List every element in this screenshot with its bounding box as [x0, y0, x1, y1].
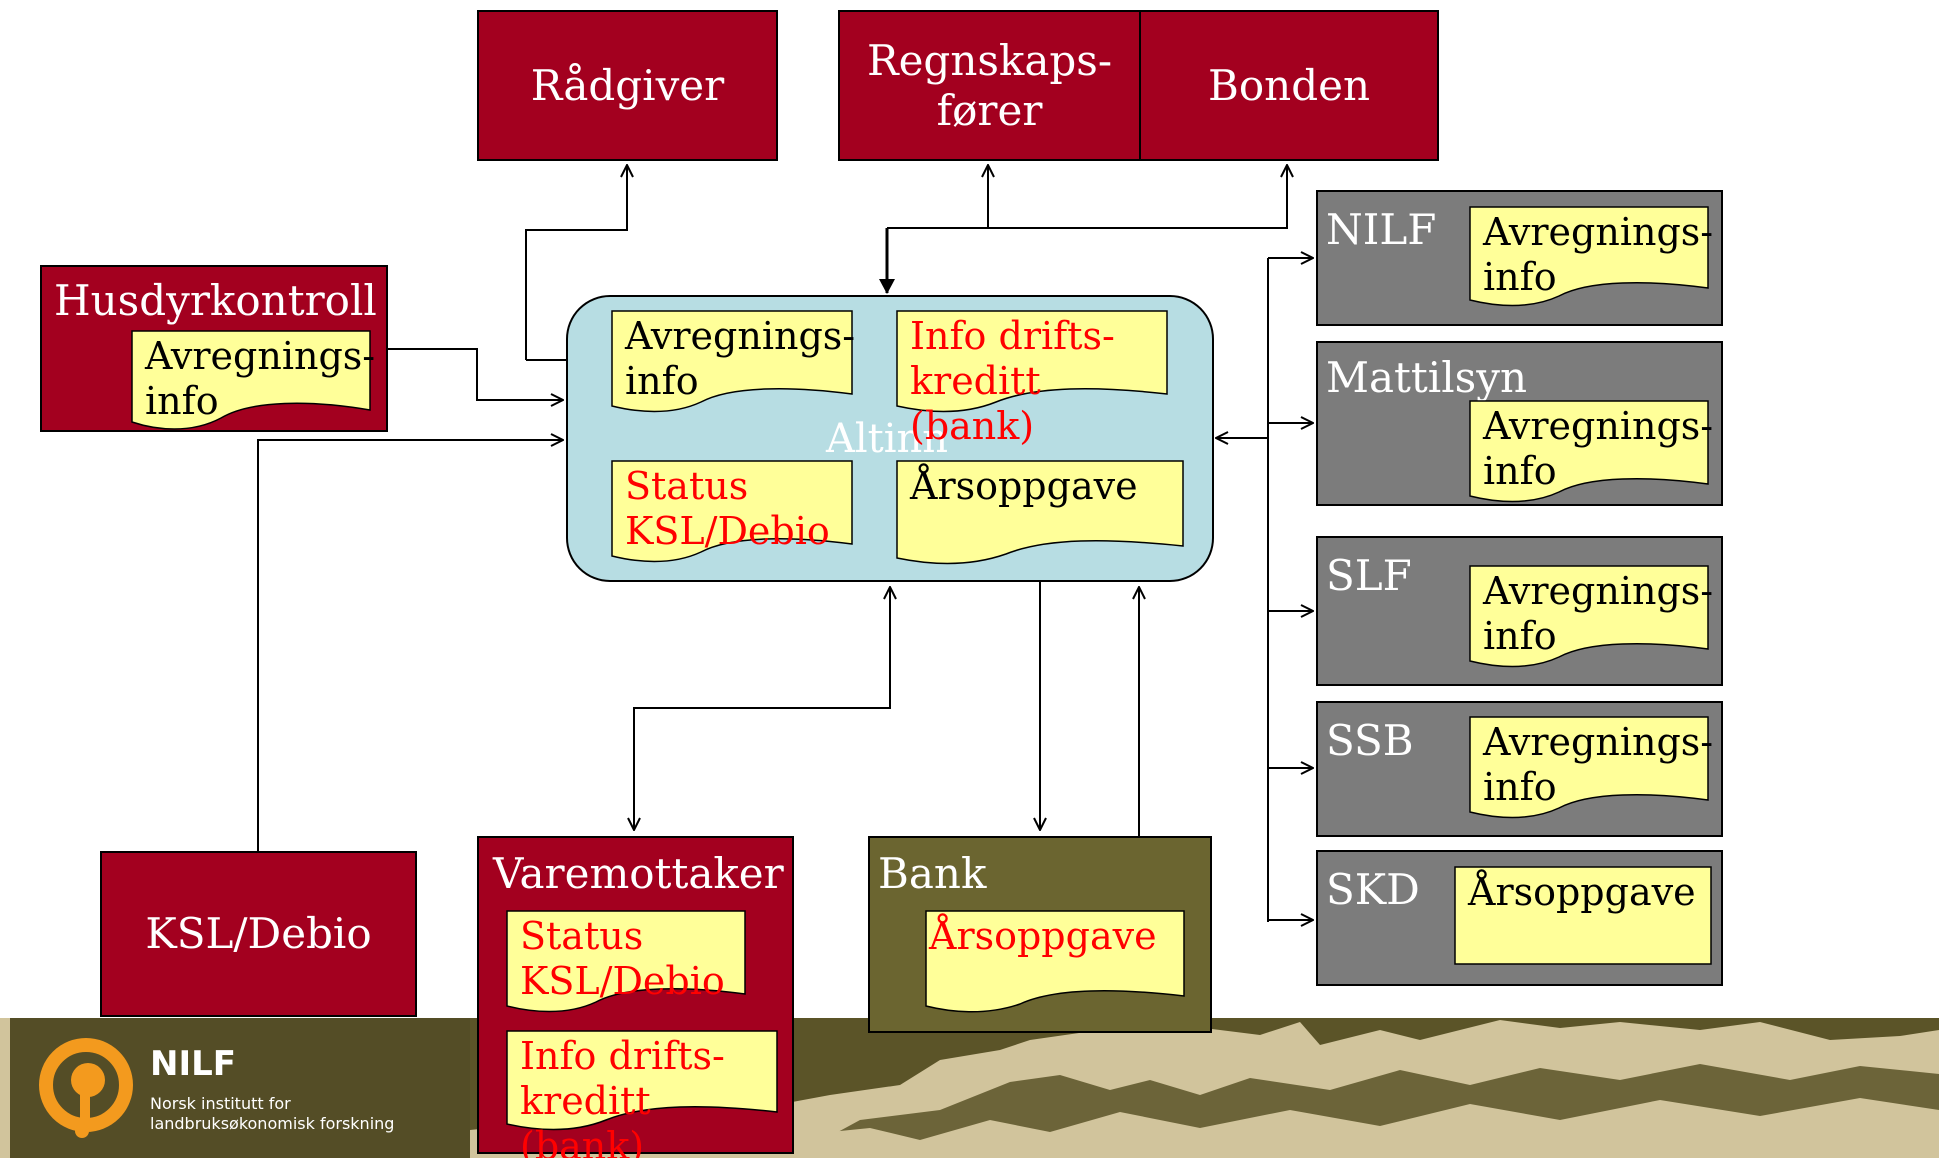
agency-skd-doc-text: Årsoppgave	[1468, 870, 1696, 914]
altinn-doc-arsoppgave: Årsoppgave	[896, 460, 1184, 568]
logo-name: NILF	[150, 1044, 236, 1084]
actor-ksl-debio-label: KSL/Debio	[145, 909, 372, 958]
agency-ssb-doc-text: Avregnings- info	[1483, 720, 1714, 809]
bank-doc-arsoppgave-text: Årsoppgave	[929, 914, 1157, 958]
nilf-logo-icon	[39, 1038, 133, 1138]
varemottaker-doc-status: Status KSL/Debio	[506, 910, 746, 1018]
agency-ssb-doc: Avregnings- info	[1469, 716, 1714, 822]
husdyrkontroll-doc-note: Avregnings- info	[131, 330, 376, 434]
varemottaker-doc-status-text: Status KSL/Debio	[520, 914, 725, 1003]
actor-bank-label: Bank	[878, 849, 987, 898]
altinn-doc-avregningsinfo: Avregnings- info	[611, 310, 856, 414]
actor-bonden: Bonden	[1139, 10, 1439, 161]
agency-skd-label: SKD	[1326, 865, 1420, 914]
actor-varemottaker-label: Varemottaker	[493, 849, 784, 898]
agency-nilf-doc-text: Avregnings- info	[1483, 210, 1714, 299]
agency-slf-label: SLF	[1326, 551, 1412, 600]
actor-radgiver: Rådgiver	[477, 10, 778, 161]
agency-mattilsyn-doc-text: Avregnings- info	[1483, 404, 1714, 493]
landscape-footer	[0, 1018, 1939, 1158]
varemottaker-doc-driftskreditt: Info drifts- kreditt (bank)	[506, 1030, 778, 1158]
altinn-doc-status: Status KSL/Debio	[611, 460, 853, 564]
altinn-doc-arsoppgave-text: Årsoppgave	[910, 464, 1138, 508]
bank-doc-arsoppgave: Årsoppgave	[925, 910, 1185, 1016]
agency-ssb-label: SSB	[1326, 716, 1414, 765]
logo-subtitle: Norsk institutt for landbruksøkonomisk f…	[150, 1094, 395, 1133]
actor-ksl-debio: KSL/Debio	[100, 851, 417, 1017]
agency-nilf-doc: Avregnings- info	[1469, 206, 1714, 310]
altinn-doc-avregningsinfo-text: Avregnings- info	[625, 314, 856, 403]
altinn-doc-driftskreditt: Info drifts- kreditt (bank)	[896, 310, 1168, 448]
actor-regnskapsforer: Regnskaps- fører	[838, 10, 1141, 161]
agency-mattilsyn-doc: Avregnings- info	[1469, 400, 1714, 508]
husdyrkontroll-doc-text: Avregnings- info	[145, 334, 376, 423]
agency-nilf-label: NILF	[1326, 205, 1437, 254]
actor-bonden-label: Bonden	[1208, 60, 1370, 110]
altinn-doc-driftskreditt-text: Info drifts- kreditt (bank)	[910, 314, 1115, 448]
varemottaker-doc-driftskreditt-text: Info drifts- kreditt (bank)	[520, 1034, 725, 1158]
altinn-label: Altinn	[826, 416, 949, 462]
actor-husdyrkontroll-label: Husdyrkontroll	[54, 276, 377, 325]
agency-skd-doc: Årsoppgave	[1454, 866, 1712, 972]
actor-radgiver-label: Rådgiver	[530, 60, 725, 110]
agency-slf-doc: Avregnings- info	[1469, 565, 1714, 671]
actor-regnskapsforer-label: Regnskaps- fører	[866, 35, 1113, 135]
agency-slf-doc-text: Avregnings- info	[1483, 569, 1714, 658]
altinn-doc-status-text: Status KSL/Debio	[625, 464, 830, 553]
agency-mattilsyn-label: Mattilsyn	[1326, 353, 1527, 402]
